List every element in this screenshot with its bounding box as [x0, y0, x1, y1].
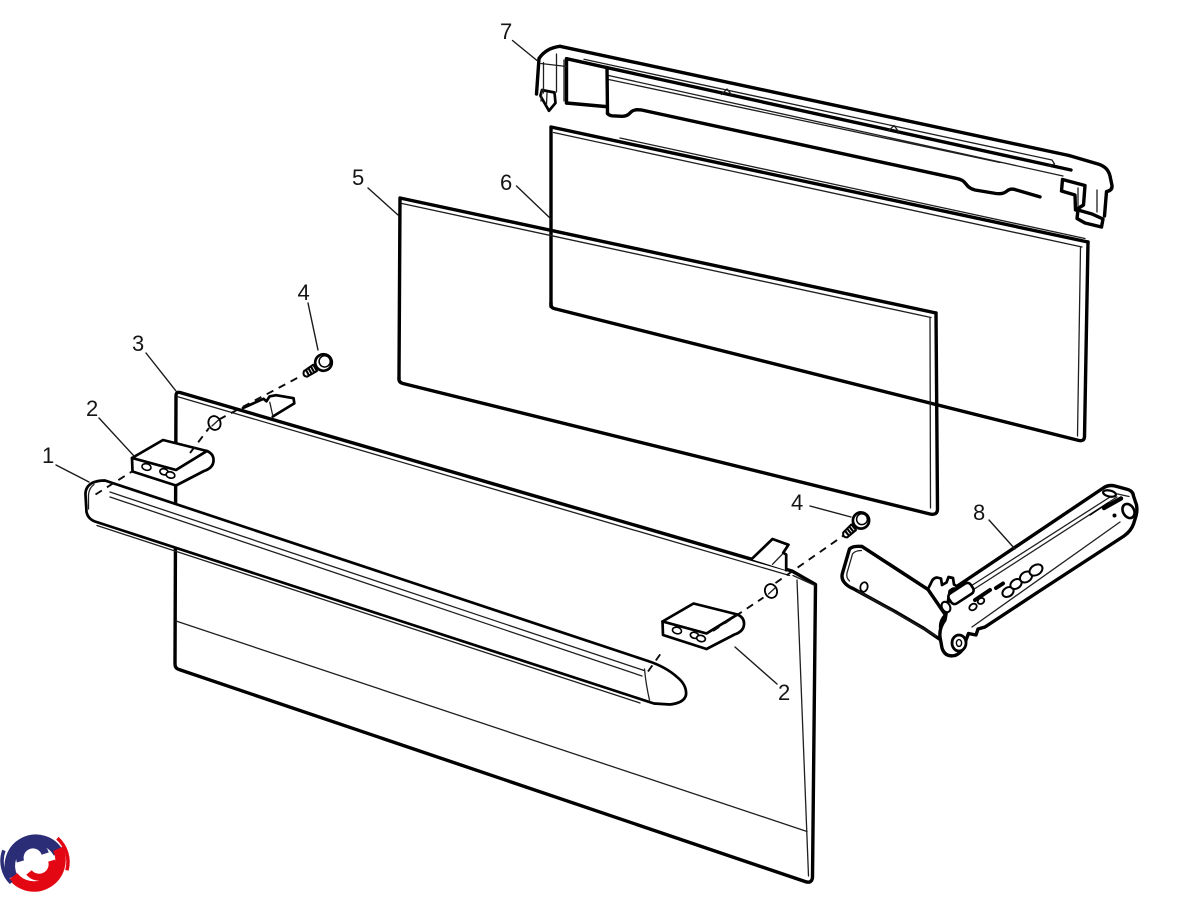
- svg-text:8: 8: [973, 500, 985, 525]
- svg-text:7: 7: [500, 19, 512, 44]
- svg-text:2: 2: [778, 680, 790, 705]
- svg-text:4: 4: [298, 280, 310, 305]
- svg-text:3: 3: [132, 331, 144, 356]
- svg-text:5: 5: [352, 165, 364, 190]
- svg-text:2: 2: [86, 396, 98, 421]
- svg-text:4: 4: [791, 490, 803, 515]
- svg-text:6: 6: [500, 170, 512, 195]
- svg-text:1: 1: [42, 443, 54, 468]
